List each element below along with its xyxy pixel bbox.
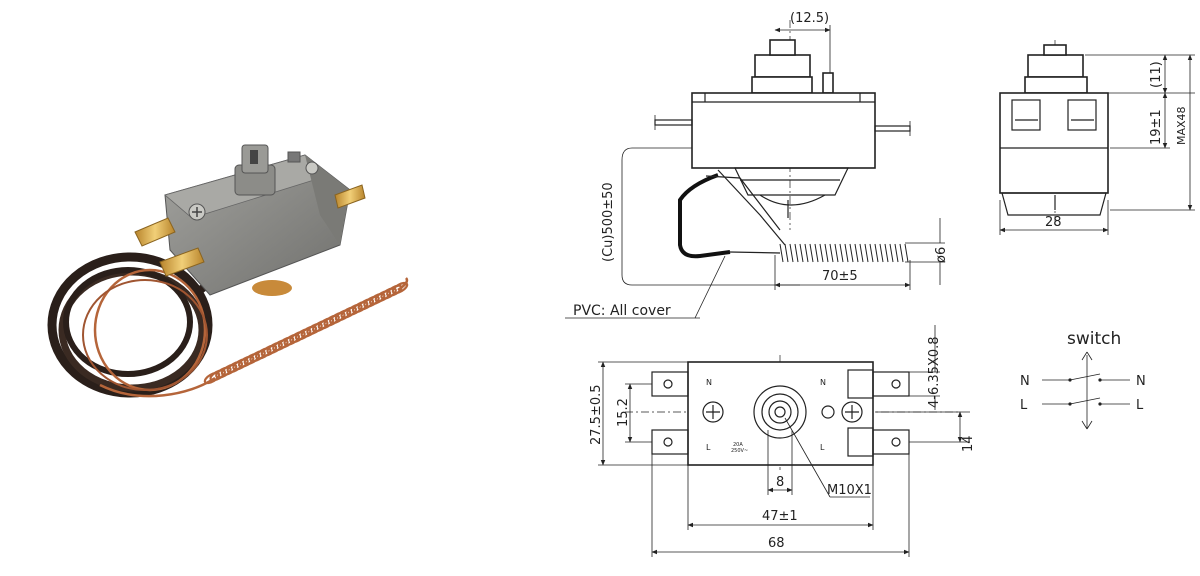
coil-turn: [889, 243, 894, 263]
switch-title: switch: [1067, 329, 1121, 349]
coil-probe: [203, 277, 409, 385]
coil-turn: [839, 243, 844, 263]
terminal-tabs: [134, 184, 366, 277]
coil-turn: [814, 243, 819, 263]
coil-turn: [799, 243, 804, 263]
switch-l-right: L: [1136, 398, 1144, 413]
front-dim-coil-length: 70±5: [822, 269, 858, 284]
coil-turn: [859, 243, 864, 263]
side-dim-width: 28: [1045, 215, 1062, 230]
coil-turn: [864, 243, 869, 263]
top-dim-inner: 15.2: [616, 398, 631, 427]
front-dim-capillary: (Cu)500±50: [601, 182, 616, 262]
top-dim-height: 27.5±0.5: [589, 384, 604, 445]
front-dim-top: (12.5): [790, 11, 829, 26]
top-dim-total: 68: [768, 536, 785, 551]
coil-turn: [884, 243, 889, 263]
coil-turn: [824, 243, 829, 263]
top-dim-tabs: 4-6.35X0.8: [927, 337, 942, 409]
front-coil: [729, 243, 909, 263]
coil-tip: [397, 277, 409, 292]
rating-current: 20A: [733, 442, 743, 448]
thermostat-body: [164, 144, 351, 296]
mark-n-left: N: [706, 378, 712, 387]
coil-turn: [784, 243, 789, 263]
coil-turn: [809, 243, 814, 263]
front-view: (12.5) (Cu)500±50 70±5 ø6 PVC: All cover: [565, 11, 949, 319]
coil-turn: [899, 243, 904, 263]
coil-turn: [779, 243, 784, 263]
switch-schematic: switch N N L L: [1020, 329, 1146, 430]
side-view: (11) 19±1 MAX48 28: [999, 40, 1195, 235]
top-dim-thread: M10X1: [827, 483, 872, 498]
top-dim-span: 47±1: [762, 509, 798, 524]
coil-turn: [904, 243, 909, 263]
thermostat-photo: [47, 144, 409, 398]
side-dim-top: (11): [1149, 61, 1164, 88]
coil-turn: [804, 243, 809, 263]
top-view: N L N L 20A 250V~ 27.5±0.5 15.2 4-6.35X0…: [589, 325, 976, 557]
front-dim-coil-dia: ø6: [934, 247, 949, 263]
switch-n-right: N: [1136, 374, 1146, 389]
coil-turn: [869, 243, 874, 263]
switch-n-left: N: [1020, 374, 1030, 389]
coil-turn: [789, 243, 794, 263]
top-dim-stem: 8: [776, 475, 784, 490]
coil-turn: [849, 243, 854, 263]
switch-l-left: L: [1020, 398, 1028, 413]
top-dim-right: 14: [961, 435, 976, 452]
rating-voltage: 250V~: [731, 448, 748, 454]
side-dim-max: MAX48: [1175, 106, 1188, 145]
coil-lead: [729, 251, 781, 254]
coil-loop: [391, 281, 409, 295]
label-pvc-cover: PVC: All cover: [573, 303, 671, 319]
coil-turn: [834, 243, 839, 263]
coil-turn: [819, 243, 824, 263]
coil-turn: [879, 243, 884, 263]
coil-turn: [854, 243, 859, 263]
coil-turn: [844, 243, 849, 263]
mark-l-right: L: [820, 443, 825, 452]
coil-turn: [829, 243, 834, 263]
coil-turn: [794, 243, 799, 263]
mark-l-left: L: [706, 443, 711, 452]
coil-turn: [874, 243, 879, 263]
coil-turn: [894, 243, 899, 263]
mark-n-right: N: [820, 378, 826, 387]
side-dim-height: 19±1: [1149, 109, 1164, 145]
